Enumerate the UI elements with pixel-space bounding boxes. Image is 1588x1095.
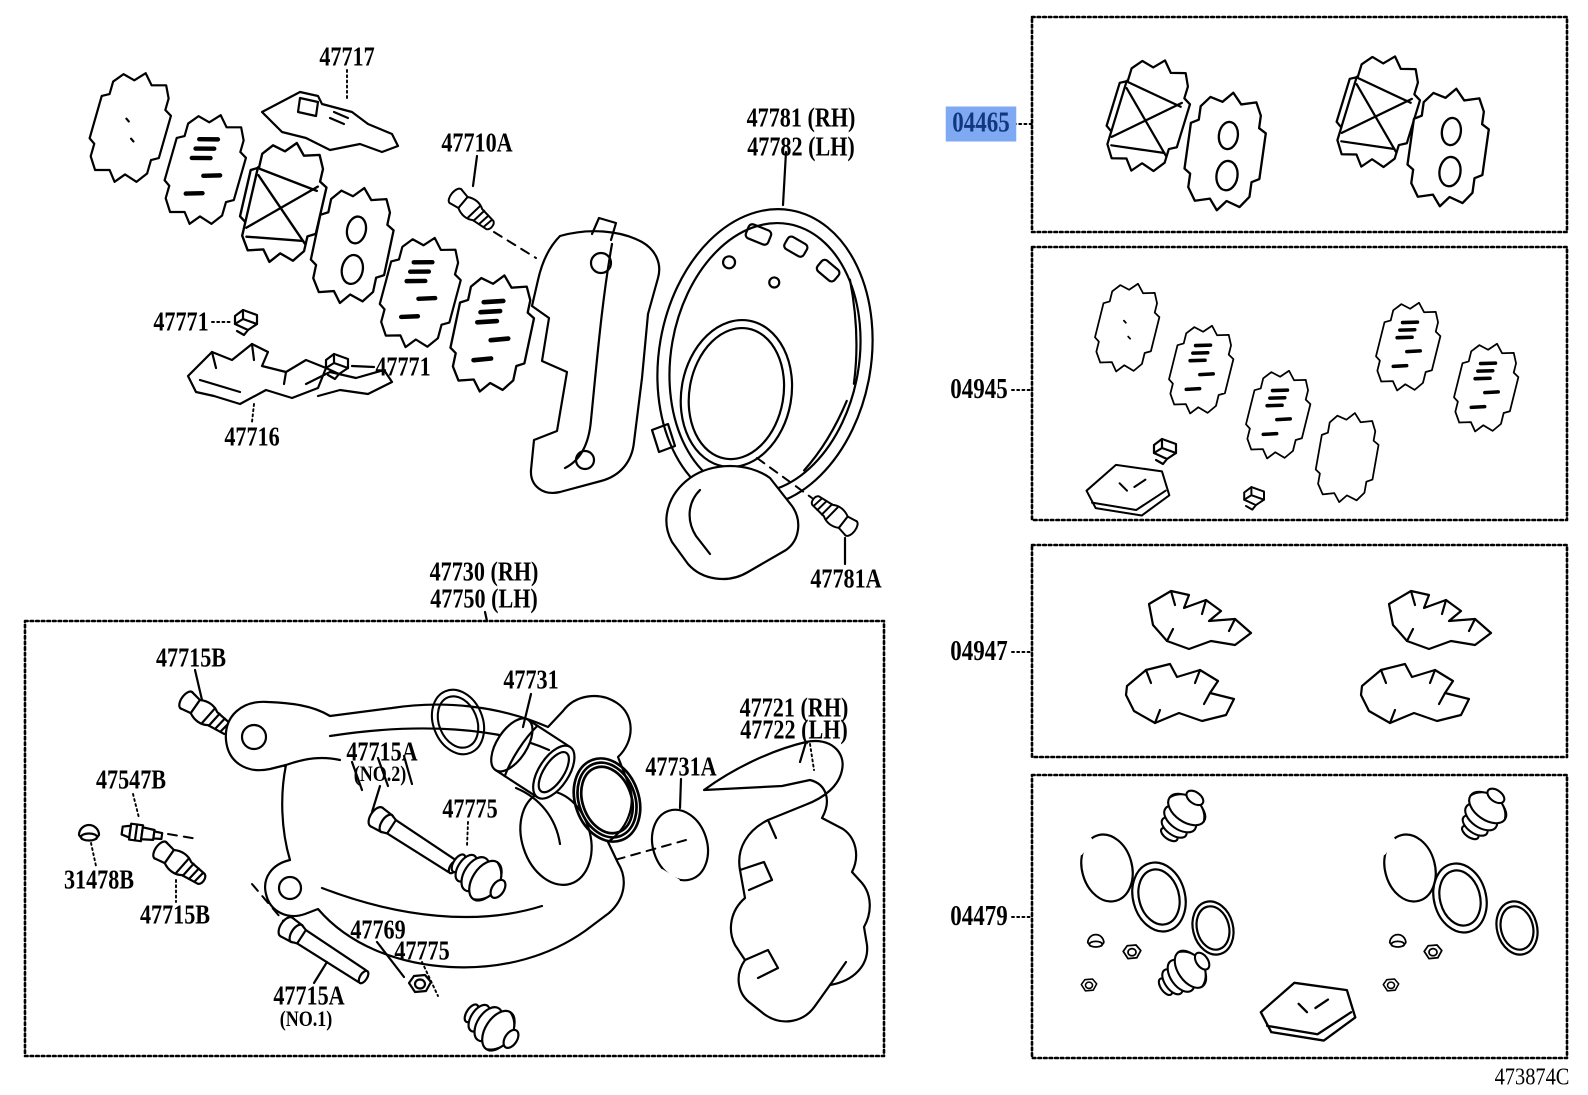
part-label-47782-lh[interactable]: 47782 (LH) (747, 131, 855, 162)
kit-04947-contents (1124, 589, 1493, 725)
kit-label-04947[interactable]: 04947 (950, 636, 1008, 667)
caliper-bolt-lower (148, 837, 212, 891)
disc-dust-shield (650, 208, 874, 580)
diagram-code: 473874C (1494, 1064, 1570, 1091)
part-label-31478B[interactable]: 31478B (63, 864, 135, 895)
part-label-47710A[interactable]: 47710A (441, 127, 513, 158)
caliper-assembly-box (23, 619, 886, 1058)
bleeder-plug (119, 821, 164, 846)
part-label-47722-lh[interactable]: 47722 (LH) (740, 714, 848, 745)
kit-04465-contents (1095, 44, 1495, 217)
piston-o-ring (650, 808, 710, 885)
kit-04479-contents (1077, 778, 1545, 1042)
caliper-piston (490, 717, 576, 800)
part-label-47731A[interactable]: 47731A (645, 751, 717, 782)
part-label-no1[interactable]: (NO.1) (279, 1006, 333, 1031)
part-label-47775-upper[interactable]: 47775 (442, 793, 498, 824)
part-label-47715A-no2[interactable]: 47715A (346, 736, 418, 767)
kit-box-04947 (1030, 543, 1569, 759)
caliper-mounting-bracket (702, 739, 871, 1023)
kit-label-04479[interactable]: 04479 (950, 901, 1008, 932)
brake-pad-shim-stack (78, 62, 543, 401)
pin-nut (407, 973, 433, 994)
part-label-47715B-lower[interactable]: 47715B (139, 899, 211, 930)
part-label-47750-lh[interactable]: 47750 (LH) (430, 583, 538, 614)
part-label-47769[interactable]: 47769 (350, 914, 406, 945)
caliper-mount (529, 216, 661, 494)
bleeder-plug-cap (77, 823, 101, 842)
part-label-47775-lower[interactable]: 47775 (394, 935, 450, 966)
part-label-47547B[interactable]: 47547B (95, 764, 167, 795)
pad-support-plate-clip-left (233, 308, 259, 337)
kit-label-04945[interactable]: 04945 (950, 374, 1008, 405)
part-label-47730-rh[interactable]: 47730 (RH) (429, 556, 539, 587)
cylinder-boot-ring (561, 747, 653, 853)
pad-support-spring (260, 90, 400, 154)
part-label-47721-rh[interactable]: 47721 (RH) (739, 692, 849, 723)
part-label-47781-rh[interactable]: 47781 (RH) (746, 102, 856, 133)
mount-bolt (444, 184, 500, 236)
kit-box-04479 (1030, 773, 1569, 1060)
part-label-47715A-no1[interactable]: 47715A (273, 980, 345, 1011)
part-label-47717[interactable]: 47717 (319, 41, 375, 72)
part-label-47715B-upper[interactable]: 47715B (155, 642, 227, 673)
part-label-47716[interactable]: 47716 (224, 421, 280, 452)
part-label-47771-left[interactable]: 47771 (153, 306, 209, 337)
leader-lines (90, 69, 1033, 997)
part-label-47731[interactable]: 47731 (503, 664, 559, 695)
pad-support-plate (186, 342, 394, 406)
shield-bolt (806, 490, 862, 540)
part-label-no2[interactable]: (NO.2) (353, 761, 407, 786)
kit-label-04465-highlighted[interactable]: 04465 (945, 106, 1017, 142)
kit-04945-contents (1085, 275, 1526, 517)
pin-boot-lower (454, 991, 530, 1062)
part-label-47781A[interactable]: 47781A (810, 563, 882, 594)
part-label-47771-right[interactable]: 47771 (375, 351, 431, 382)
kit-box-04945 (1030, 245, 1569, 522)
